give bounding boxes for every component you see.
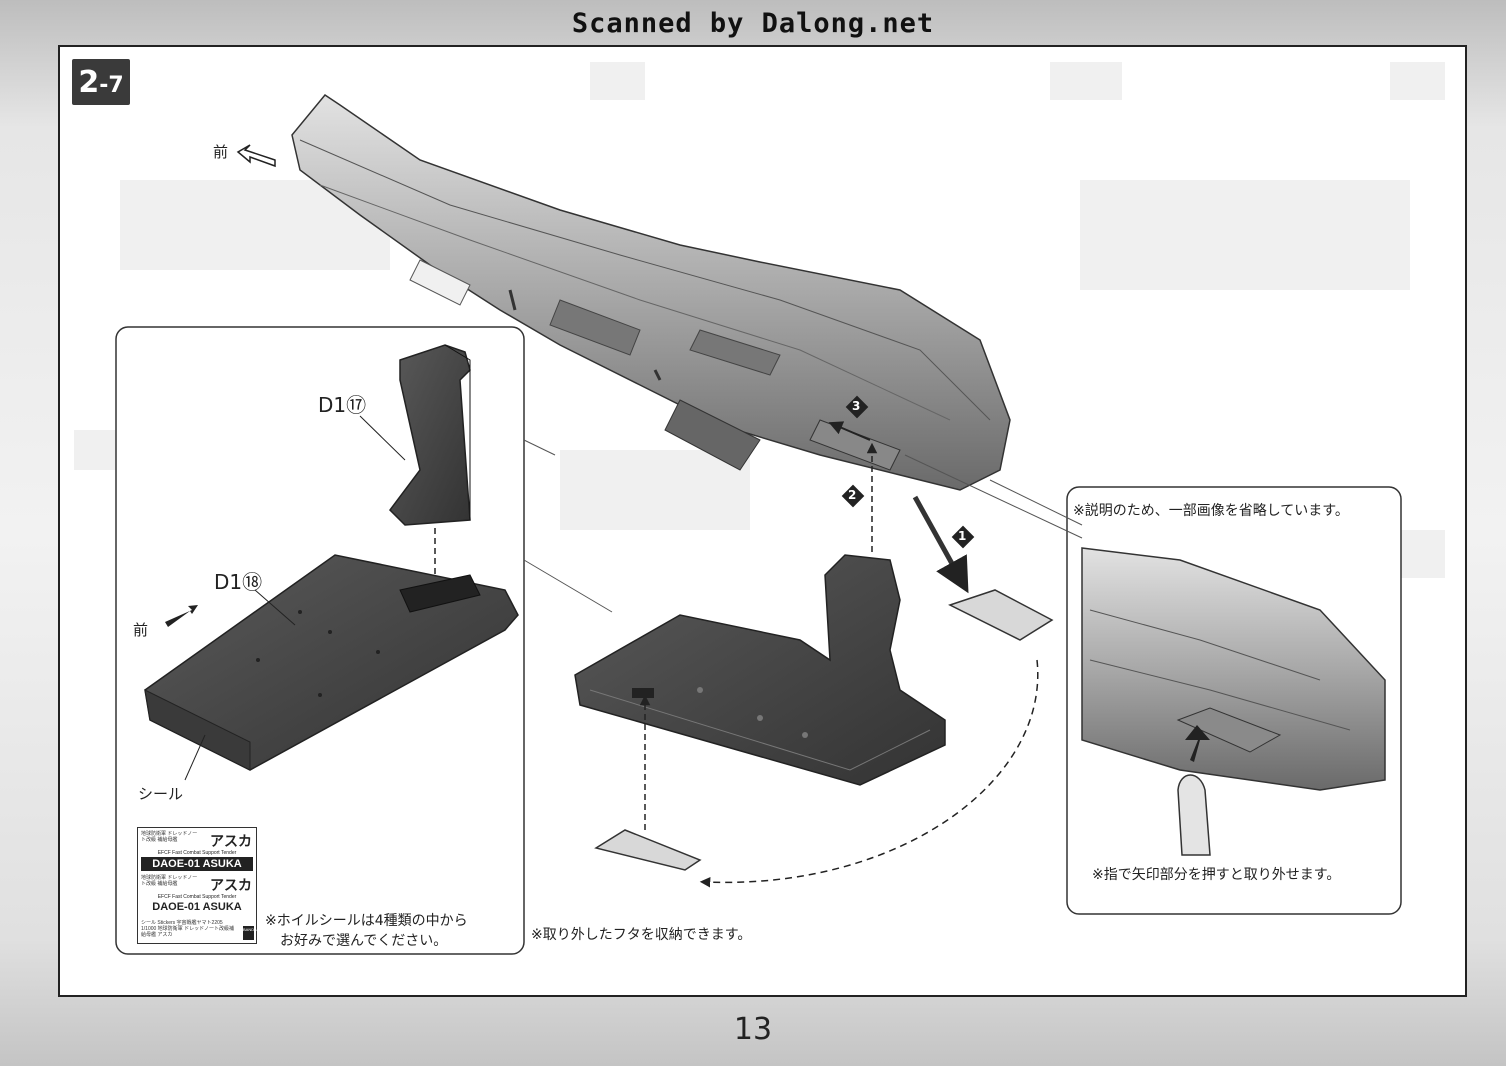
ship-hull [291, 94, 1011, 491]
arrow-lid-curve [699, 659, 1039, 888]
label-omit-note: ※説明のため、一部画像を省略しています。 [1073, 503, 1349, 519]
sticker-bar-1: DAOE-01 ASUKA [141, 857, 253, 871]
front-arrow-base [165, 605, 198, 627]
step-major: 2 [78, 64, 100, 100]
label-finger-note: ※指で矢印部分を押すと取り外せます。 [1092, 867, 1341, 883]
sticker-name-2: アスカ [210, 877, 252, 893]
step-number-1: 1 [958, 529, 967, 543]
sticker-name-1: アスカ [210, 833, 252, 849]
label-seal: シール [138, 785, 184, 803]
sticker-footer: シール Stickers 宇宙戦艦ヤマト2205 1/1000 地球防衛軍 ドレ… [141, 920, 234, 938]
bleed-through-ghost [74, 62, 1445, 578]
sticker-sheet: 地球防衛軍 ドレッドノート改級 補給母艦 アスカ EFCF Fast Comba… [137, 827, 258, 944]
lid-piece-bottom [594, 829, 702, 871]
sticker-sub-2: EFCF Fast Combat Support Tender [157, 894, 237, 900]
lid-piece-top [948, 589, 1054, 641]
label-front-base: 前 [133, 621, 149, 639]
label-front-top: 前 [213, 143, 229, 161]
scan-credit: Scanned by Dalong.net [571, 8, 935, 39]
page-number: 13 [733, 1012, 773, 1047]
arrow-step-3 [828, 421, 871, 441]
sticker-small-text-1: 地球防衛軍 ドレッドノート改級 補給母艦 [141, 831, 198, 843]
bandai-logo: BANDAI [243, 926, 258, 940]
step-number-2: 2 [848, 488, 857, 502]
step-minor: -7 [99, 72, 124, 98]
label-part-d1-18: D1⑱ [214, 570, 263, 594]
detail-inset-box [904, 454, 1402, 915]
front-arrow-top [236, 144, 276, 168]
stand-assembled [574, 554, 946, 786]
step-badge: 2-7 [72, 59, 130, 105]
label-storage-note: ※取り外したフタを収納できます。 [531, 927, 752, 943]
label-foil-note-2: お好みで選んでください。 [280, 933, 448, 949]
step-number-3: 3 [852, 399, 861, 413]
label-part-d1-17: D1⑰ [318, 393, 367, 417]
stand-post-d1-17 [359, 344, 471, 526]
sticker-small-text-2: 地球防衛軍 ドレッドノート改級 補給母艦 [141, 875, 198, 887]
sticker-bar-2: DAOE-01 ASUKA [152, 901, 242, 913]
stand-base-d1-18 [144, 554, 519, 781]
sticker-sub-1: EFCF Fast Combat Support Tender [157, 850, 237, 856]
label-foil-note-1: ※ホイルシールは4種類の中から [265, 913, 468, 929]
arrow-step-1 [912, 495, 969, 594]
